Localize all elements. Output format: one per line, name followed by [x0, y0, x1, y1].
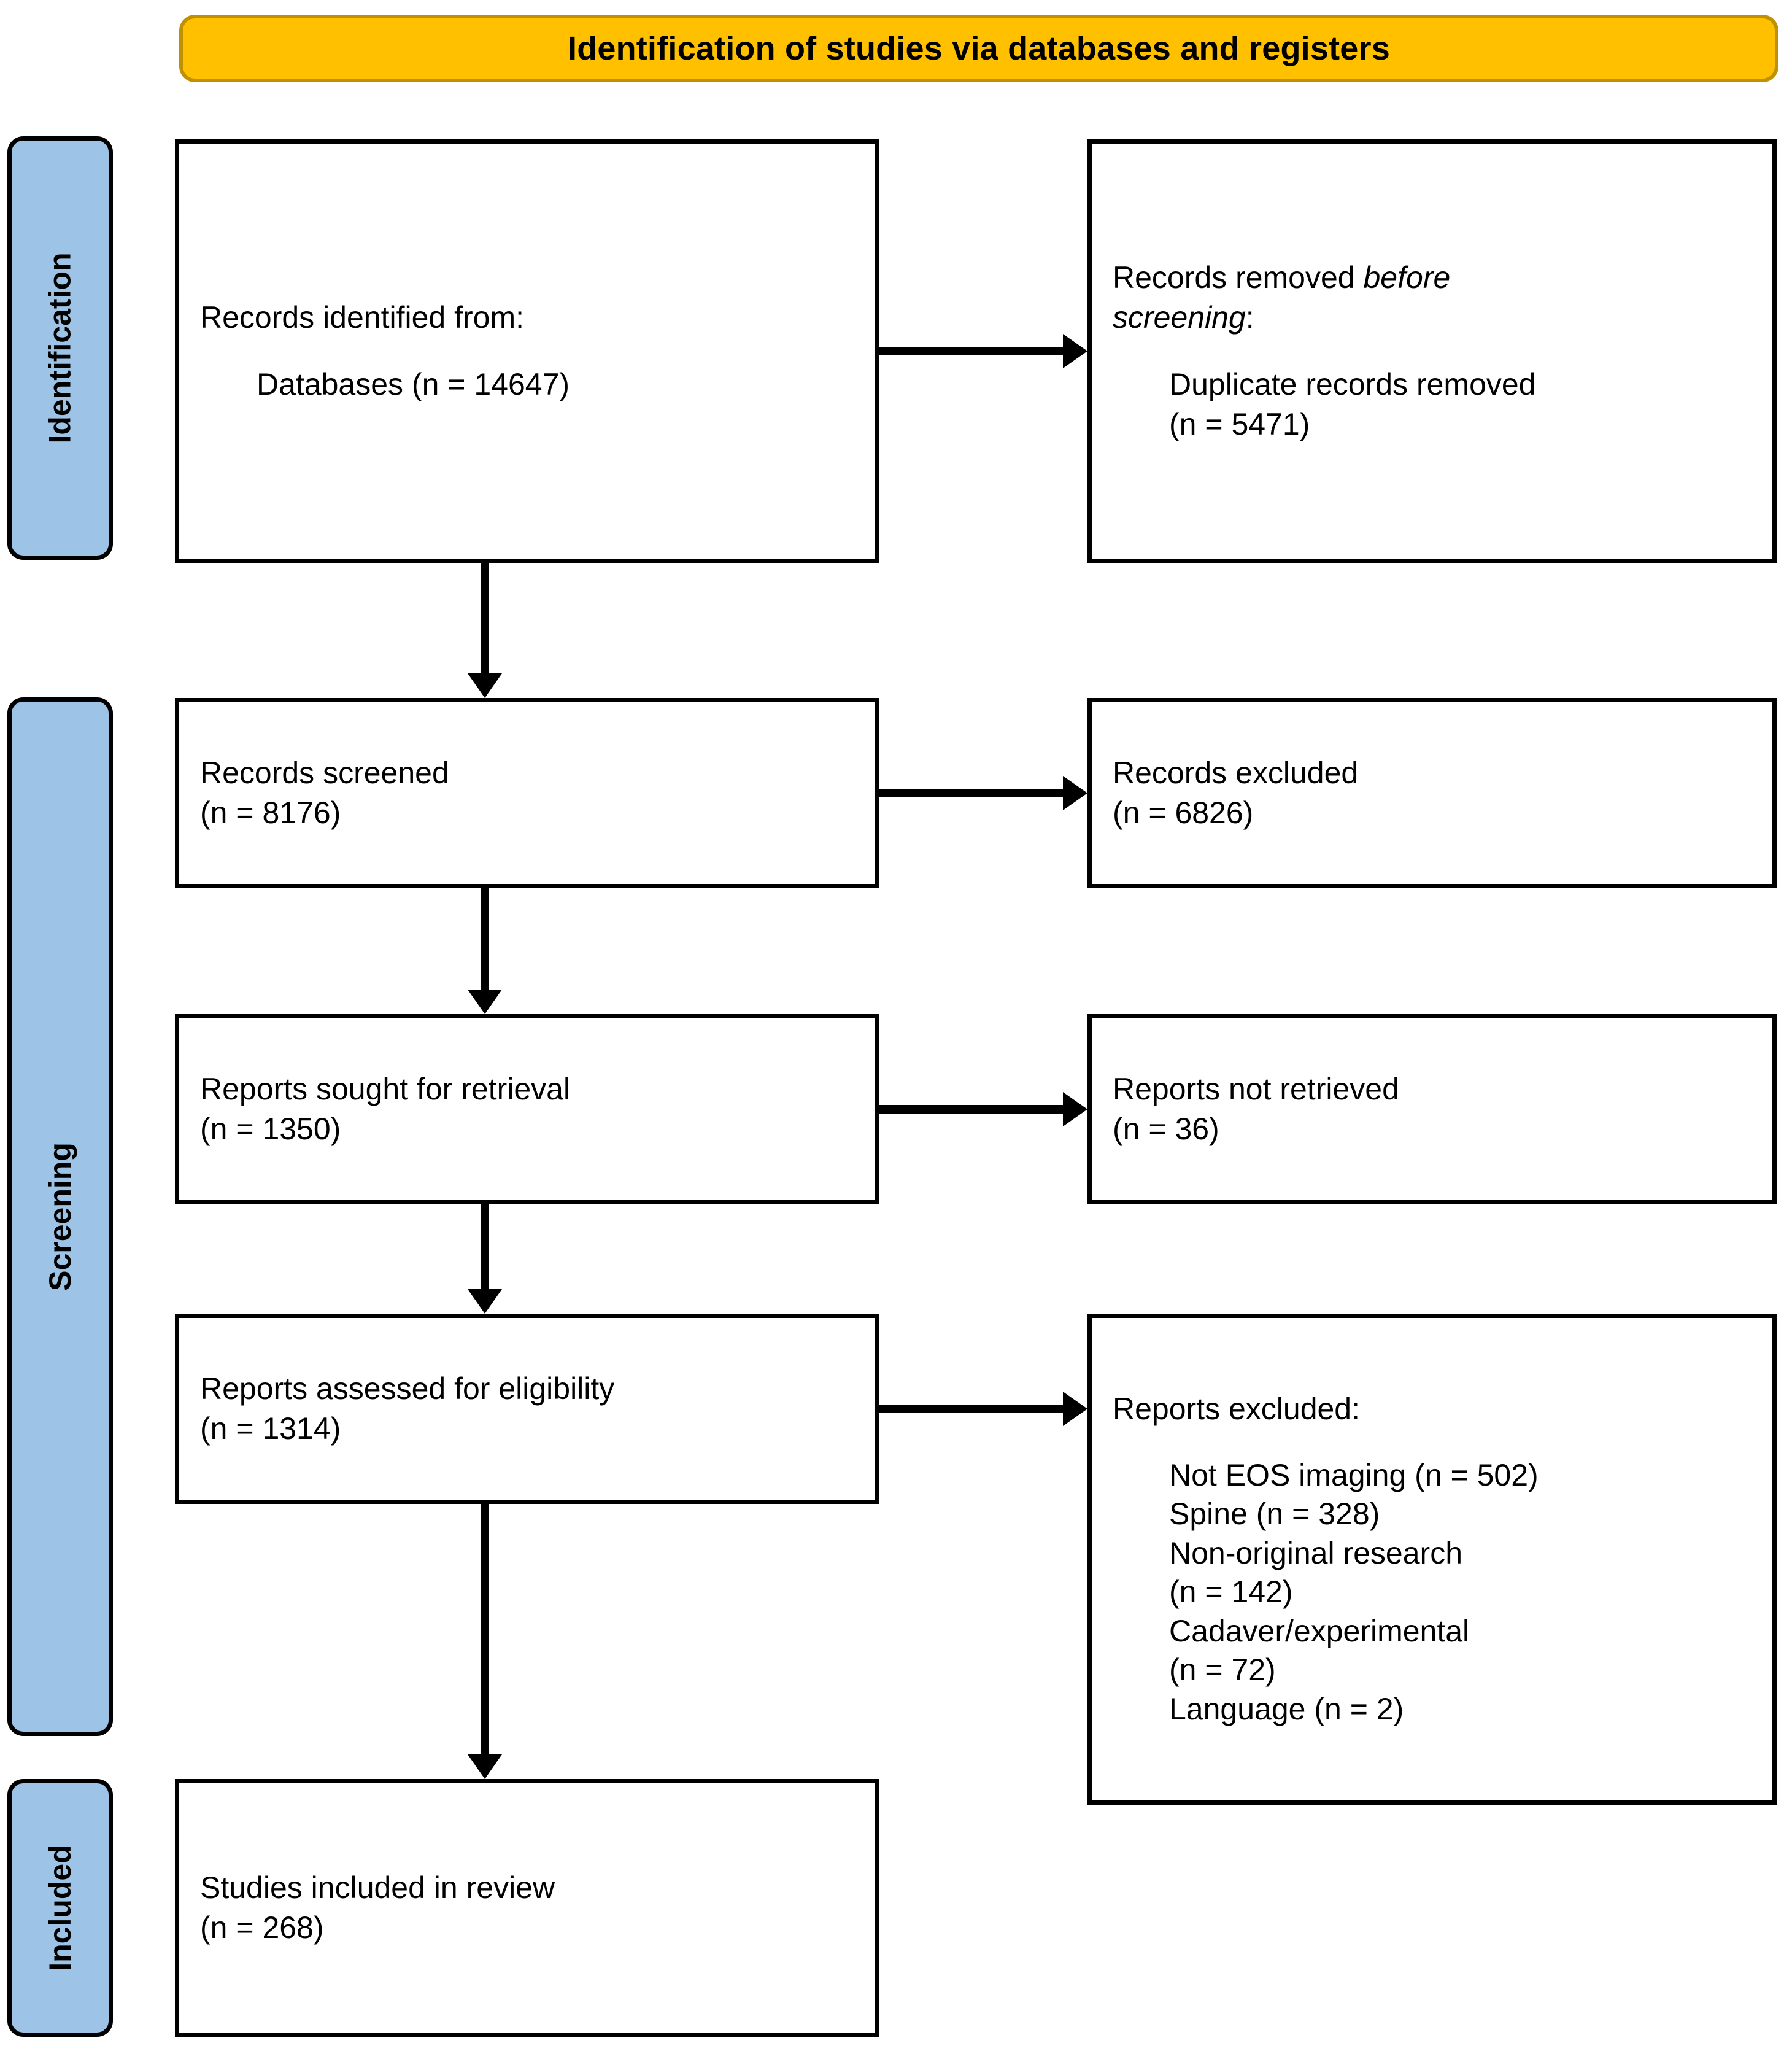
arrow-screened-to-excluded — [879, 789, 1067, 797]
diagram-header-banner: Identification of studies via databases … — [179, 15, 1778, 82]
box-reports-excluded-reasons: Reports excluded: Not EOS imaging (n = 5… — [1087, 1314, 1777, 1805]
exclusion-reason: Language (n = 2) — [1169, 1691, 1404, 1726]
reports-excluded-heading: Reports excluded: — [1113, 1392, 1361, 1426]
stage-label-included: Included — [7, 1779, 113, 2037]
stage-label-screening: Screening — [7, 697, 113, 1736]
reports-assessed-count: (n = 1314) — [200, 1411, 341, 1446]
box-reports-assessed-for-eligibility: Reports assessed for eligibility (n = 13… — [175, 1314, 879, 1504]
stage-label-identification: Identification — [7, 136, 113, 560]
exclusion-reason: (n = 72) — [1169, 1653, 1276, 1687]
spacer — [1113, 338, 1751, 365]
arrow-sought-to-assessed — [481, 1204, 489, 1293]
diagram-title: Identification of studies via databases … — [568, 30, 1390, 67]
records-identified-databases: Databases (n = 14647) — [257, 367, 570, 401]
reports-assessed-label: Reports assessed for eligibility — [200, 1371, 615, 1406]
box-records-removed-before-screening: Records removed before screening: Duplic… — [1087, 139, 1777, 563]
records-excluded-count: (n = 6826) — [1113, 796, 1254, 830]
exclusion-reason: Non-original research — [1169, 1535, 1463, 1570]
exclusion-reason: Spine (n = 328) — [1169, 1497, 1380, 1531]
arrow-identified-to-screened — [481, 563, 489, 677]
box-reports-not-retrieved: Reports not retrieved (n = 36) — [1087, 1014, 1777, 1204]
box-records-identified: Records identified from: Databases (n = … — [175, 139, 879, 563]
box-records-excluded: Records excluded (n = 6826) — [1087, 698, 1777, 888]
records-identified-heading: Records identified from: — [200, 300, 525, 335]
records-screened-count: (n = 8176) — [200, 796, 341, 830]
reports-not-retrieved-count: (n = 36) — [1113, 1112, 1219, 1146]
arrow-assessed-to-included — [481, 1504, 489, 1758]
arrow-screened-to-sought — [481, 888, 489, 993]
reports-not-retrieved-label: Reports not retrieved — [1113, 1072, 1399, 1106]
exclusion-reason: (n = 142) — [1169, 1575, 1293, 1609]
records-removed-heading-italic-screening: screening — [1113, 300, 1246, 335]
arrow-identified-to-removed — [879, 347, 1067, 355]
reports-sought-label: Reports sought for retrieval — [200, 1072, 571, 1106]
records-removed-heading-line2: screening: — [1113, 298, 1751, 338]
records-excluded-label: Records excluded — [1113, 756, 1359, 790]
arrow-sought-to-not-retrieved — [879, 1105, 1067, 1114]
box-records-screened: Records screened (n = 8176) — [175, 698, 879, 888]
arrow-assessed-to-excluded-reports — [879, 1405, 1067, 1413]
duplicate-records-removed-label: Duplicate records removed — [1169, 367, 1536, 401]
exclusion-reason: Not EOS imaging (n = 502) — [1169, 1457, 1539, 1492]
stage-label-screening-text: Screening — [43, 1142, 77, 1291]
duplicate-records-removed-count: (n = 5471) — [1169, 407, 1310, 441]
exclusion-reason: Cadaver/experimental — [1169, 1613, 1470, 1648]
spacer — [200, 338, 854, 365]
reports-sought-count: (n = 1350) — [200, 1112, 341, 1146]
spacer — [1113, 1429, 1751, 1456]
records-removed-heading-prefix: Records removed — [1113, 260, 1364, 295]
records-removed-heading-colon: : — [1245, 300, 1254, 335]
box-studies-included-in-review: Studies included in review (n = 268) — [175, 1779, 879, 2037]
records-removed-heading-italic-before: before — [1363, 260, 1451, 295]
studies-included-label: Studies included in review — [200, 1870, 555, 1905]
records-screened-label: Records screened — [200, 756, 449, 790]
stage-label-identification-text: Identification — [43, 252, 78, 444]
studies-included-count: (n = 268) — [200, 1910, 324, 1945]
stage-label-included-text: Included — [43, 1845, 78, 1971]
records-removed-heading: Records removed before — [1113, 258, 1751, 298]
box-reports-sought-for-retrieval: Reports sought for retrieval (n = 1350) — [175, 1014, 879, 1204]
